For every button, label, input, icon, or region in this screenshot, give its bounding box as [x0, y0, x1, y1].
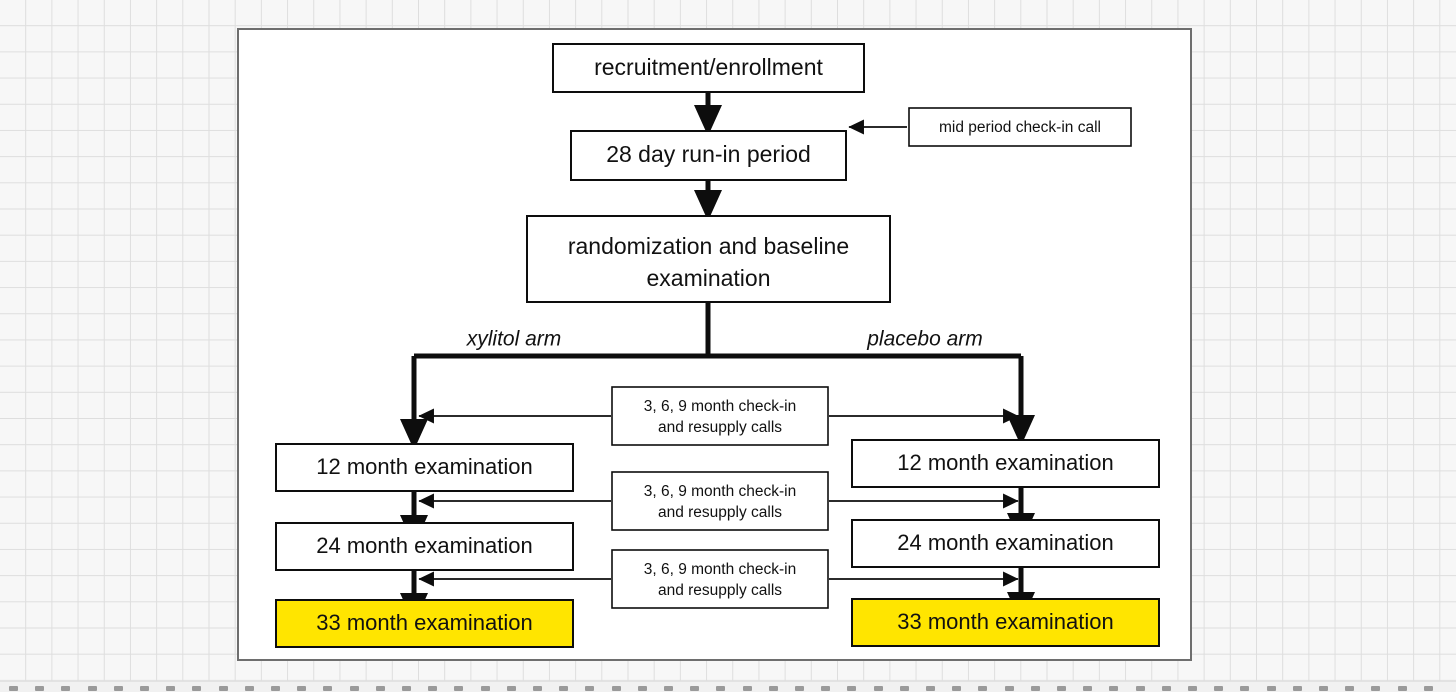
node-recruitment-label: recruitment/enrollment: [594, 54, 823, 80]
node-randomization-line1: randomization and baseline: [568, 233, 849, 259]
ruler-tick: [297, 686, 307, 691]
ruler-tick: [821, 686, 831, 691]
ruler-tick: [664, 686, 673, 691]
ruler-tick: [87, 686, 97, 691]
node-mid-period-call[interactable]: mid period check-in call: [908, 107, 1132, 147]
node-right-24-month-examination-label: 24 month examination: [897, 530, 1113, 555]
ruler-tick: [218, 686, 228, 691]
ruler-tick: [716, 686, 726, 691]
ruler-tick: [795, 686, 804, 691]
node-checkin-call-1[interactable]: 3, 6, 9 month check-in and resupply call…: [611, 386, 829, 446]
ruler-tick: [323, 686, 333, 691]
label-placebo-arm-text: placebo arm: [866, 328, 983, 351]
node-right-12-month-examination-label: 12 month examination: [897, 450, 1113, 475]
node-randomization-line2: examination: [646, 265, 770, 291]
ruler-tick: [1214, 686, 1224, 691]
ruler-tick: [1371, 686, 1381, 691]
ruler-tick: [349, 686, 359, 691]
ruler-tick: [9, 686, 18, 691]
node-left-24-month-examination[interactable]: 24 month examination: [275, 522, 574, 571]
ruler-tick: [926, 686, 935, 691]
node-left-33-month-examination[interactable]: 33 month examination: [275, 599, 574, 648]
ruler-tick: [847, 686, 857, 691]
node-checkin-call-2[interactable]: 3, 6, 9 month check-in and resupply call…: [611, 471, 829, 531]
node-checkin-call-1-line2: and resupply calls: [658, 419, 782, 436]
node-left-24-month-examination-label: 24 month examination: [316, 533, 532, 558]
ruler-tick: [271, 686, 280, 691]
ruler-tick: [1266, 686, 1276, 691]
node-checkin-call-3-line2: and resupply calls: [658, 582, 782, 599]
node-checkin-call-1-line1: 3, 6, 9 month check-in: [644, 398, 797, 415]
ruler-tick: [533, 686, 542, 691]
ruler-tick: [61, 686, 71, 691]
ruler-tick: [873, 686, 883, 691]
node-recruitment[interactable]: recruitment/enrollment: [552, 43, 865, 93]
node-randomization[interactable]: randomization and baseline examination: [526, 215, 891, 303]
node-right-12-month-examination[interactable]: 12 month examination: [851, 439, 1160, 488]
ruler-tick: [1057, 686, 1066, 691]
ruler-tick: [244, 686, 254, 691]
ruler-tick: [978, 686, 988, 691]
node-checkin-call-3-line1: 3, 6, 9 month check-in: [644, 561, 797, 578]
node-left-12-month-examination[interactable]: 12 month examination: [275, 443, 574, 492]
node-right-33-month-examination[interactable]: 33 month examination: [851, 598, 1160, 647]
ruler-tick: [428, 686, 438, 691]
ruler-tick: [1345, 686, 1355, 691]
node-right-24-month-examination[interactable]: 24 month examination: [851, 519, 1160, 568]
ruler-tick: [768, 686, 778, 691]
ruler-tick: [742, 686, 752, 691]
ruler-tick: [166, 686, 176, 691]
ruler-tick: [35, 686, 45, 691]
ruler-tick: [1109, 686, 1119, 691]
diagram-canvas: recruitment/enrollment 28 day run-in per…: [237, 28, 1192, 661]
label-placebo-arm: placebo arm: [866, 328, 983, 351]
ruler-tick: [506, 686, 516, 691]
ruler-tick: [192, 686, 202, 691]
ruler-tick: [1004, 686, 1014, 691]
ruler-tick: [454, 686, 464, 691]
edge-randomization-split: [400, 302, 1036, 450]
node-mid-period-call-label: mid period check-in call: [939, 119, 1101, 136]
ruler-tick: [1135, 686, 1145, 691]
ruler-tick: [140, 686, 149, 691]
node-left-33-month-examination-label: 33 month examination: [316, 610, 532, 635]
ruler-tick: [1161, 686, 1171, 691]
ruler-tick: [637, 686, 647, 691]
ruler-tick: [690, 686, 700, 691]
node-left-12-month-examination-label: 12 month examination: [316, 454, 532, 479]
ruler-tick: [952, 686, 962, 691]
ruler-tick: [1397, 686, 1407, 691]
ruler-tick: [611, 686, 621, 691]
ruler-tick: [1188, 686, 1197, 691]
ruler-tick: [375, 686, 385, 691]
ruler-tick: [1083, 686, 1093, 691]
ruler-tick: [899, 686, 909, 691]
node-checkin-call-3[interactable]: 3, 6, 9 month check-in and resupply call…: [611, 549, 829, 609]
flowchart-svg: recruitment/enrollment 28 day run-in per…: [275, 43, 1160, 648]
ruler-tick: [480, 686, 490, 691]
ruler-tick: [1240, 686, 1250, 691]
node-runin-period[interactable]: 28 day run-in period: [570, 130, 847, 181]
ruler-tick: [113, 686, 123, 691]
ruler-tick: [1292, 686, 1302, 691]
ruler-tick: [402, 686, 411, 691]
ruler-tick: [1030, 686, 1040, 691]
node-right-33-month-examination-label: 33 month examination: [897, 609, 1113, 634]
label-xylitol-arm-text: xylitol arm: [466, 328, 562, 351]
node-checkin-call-2-line2: and resupply calls: [658, 504, 782, 521]
ruler-tick: [1319, 686, 1328, 691]
ruler-tick: [559, 686, 569, 691]
node-checkin-call-2-line1: 3, 6, 9 month check-in: [644, 483, 797, 500]
ruler-tick: [585, 686, 595, 691]
label-xylitol-arm: xylitol arm: [466, 328, 562, 351]
ruler-tick: [1423, 686, 1433, 691]
node-runin-period-label: 28 day run-in period: [606, 141, 811, 167]
bottom-ruler-scrollbar[interactable]: [0, 681, 1456, 692]
